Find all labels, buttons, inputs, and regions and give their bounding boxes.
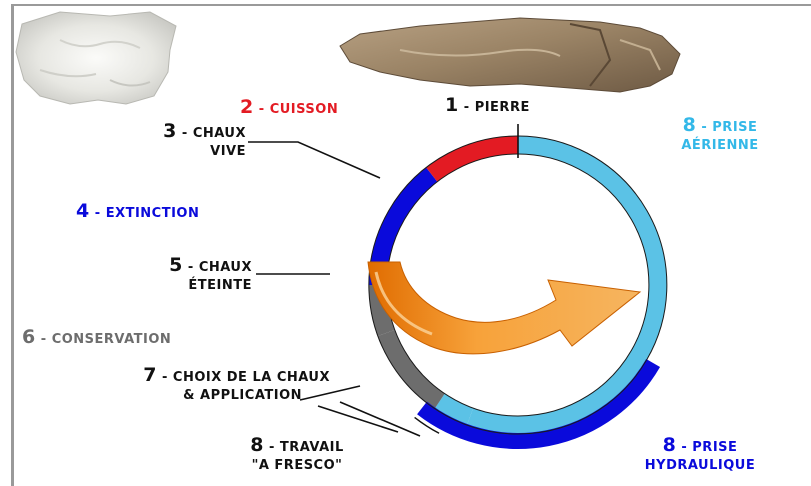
label-chaux-eteinte: 5 - CHAUX ÉTEINTE <box>100 256 252 295</box>
ring-segment-cuisson <box>432 145 518 175</box>
step-text-line2: HYDRAULIQUE <box>600 457 800 475</box>
step-text-line2: "A FRESCO" <box>192 457 402 475</box>
step-text: PIERRE <box>475 100 530 115</box>
step-sep: - <box>183 260 199 275</box>
label-pierre: 1 - PIERRE <box>445 96 530 117</box>
cycle-ring <box>369 136 667 441</box>
step-number: 8 <box>683 114 697 136</box>
label-travail-fresco: 8 - TRAVAIL "A FRESCO" <box>192 436 402 475</box>
step-number: 8 <box>250 434 264 456</box>
step-text-line2: ÉTEINTE <box>100 277 252 295</box>
chaux-vive-pointer <box>248 142 380 178</box>
label-cuisson: 2 - CUISSON <box>240 98 338 119</box>
step-text: PRISE <box>712 120 757 135</box>
step-number: 8 <box>663 434 677 456</box>
label-extinction: 4 - EXTINCTION <box>76 202 199 223</box>
step-sep: - <box>676 440 692 455</box>
label-chaux-vive: 3 - CHAUX VIVE <box>110 122 246 161</box>
label-choix-application: 7 - CHOIX DE LA CHAUX & APPLICATION <box>18 366 330 405</box>
step-sep: - <box>177 126 193 141</box>
step-text: PRISE <box>692 440 737 455</box>
step-text: CHAUX <box>193 126 246 141</box>
brown-stone-rock <box>340 18 680 92</box>
label-prise-aerienne: 8 - PRISE AÉRIENNE <box>640 116 800 155</box>
step-text: CHAUX <box>199 260 252 275</box>
orange-curved-arrow <box>368 262 640 354</box>
step-sep: - <box>36 332 52 347</box>
step-text: CUISSON <box>270 102 339 117</box>
step-number: 2 <box>240 96 254 118</box>
step-number: 5 <box>169 254 183 276</box>
step-text: EXTINCTION <box>106 206 200 221</box>
step-text-line2: & APPLICATION <box>18 387 330 405</box>
step-sep: - <box>254 102 270 117</box>
step-text-line2: AÉRIENNE <box>640 137 800 155</box>
step-sep: - <box>264 440 280 455</box>
step-sep: - <box>459 100 475 115</box>
white-limestone-rock <box>16 12 176 104</box>
fresco-pointer-lower <box>340 402 420 436</box>
step-text: CHOIX DE LA CHAUX <box>173 370 330 385</box>
label-prise-hydraulique: 8 - PRISE HYDRAULIQUE <box>600 436 800 475</box>
step-text: CONSERVATION <box>52 332 172 347</box>
step-text: TRAVAIL <box>280 440 344 455</box>
step-sep: - <box>90 206 106 221</box>
step-sep: - <box>157 370 173 385</box>
step-number: 4 <box>76 200 90 222</box>
ring-outline-inner <box>387 154 649 416</box>
step-number: 7 <box>143 364 157 386</box>
step-number: 3 <box>163 120 177 142</box>
step-number: 1 <box>445 94 459 116</box>
step-number: 6 <box>22 326 36 348</box>
step-sep: - <box>696 120 712 135</box>
label-conservation: 6 - CONSERVATION <box>22 328 171 349</box>
step-text-line2: VIVE <box>110 143 246 161</box>
